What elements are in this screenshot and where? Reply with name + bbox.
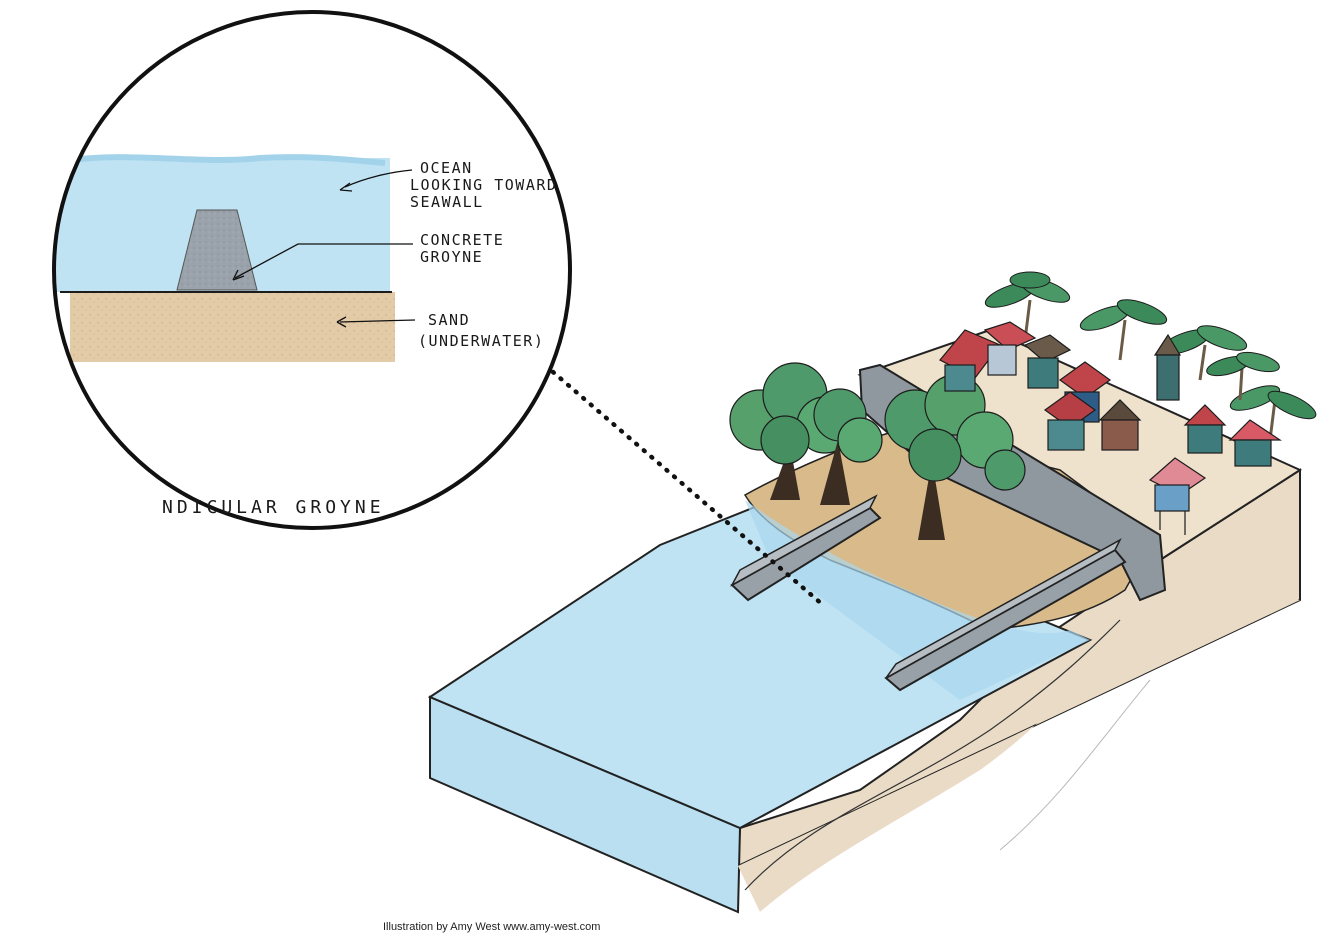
house-7	[1098, 399, 1142, 451]
house-6	[1153, 333, 1182, 401]
callout: OCEAN LOOKING TOWARD SEAWALL CONCRETE GR…	[52, 10, 572, 530]
groyne-label-line2: GROYNE	[420, 248, 483, 266]
callout-title: NDICULAR GROYNE	[162, 497, 385, 518]
palm-2	[1079, 299, 1168, 361]
callout-groyne	[176, 209, 258, 291]
ocean-label-line1: OCEAN	[420, 159, 473, 177]
callout-sand	[70, 292, 395, 362]
palm-5	[1206, 351, 1280, 401]
house-5	[1043, 391, 1097, 451]
beach-trees	[729, 362, 1026, 540]
tree-2	[813, 388, 883, 505]
tree-3	[884, 374, 1026, 540]
callout-leader	[550, 369, 826, 608]
house-10	[1148, 457, 1207, 535]
house-9	[1228, 419, 1282, 467]
house-3	[1023, 334, 1072, 389]
village-houses	[939, 321, 1282, 535]
sand-label-line1: SAND	[428, 311, 470, 329]
shallow-water	[745, 500, 1090, 700]
house-8	[1183, 404, 1227, 454]
house-2	[983, 321, 1037, 376]
house-1	[939, 329, 1001, 392]
palm-1	[984, 271, 1071, 341]
palm-4	[1229, 385, 1317, 441]
illustration-credit: Illustration by Amy West www.amy-west.co…	[383, 921, 601, 933]
groyne-label-line1: CONCRETE	[420, 231, 504, 249]
ocean-label-line2: LOOKING TOWARD	[410, 176, 557, 194]
sand-label-line2: (UNDERWATER)	[418, 332, 544, 350]
palm-trees	[984, 271, 1317, 441]
ocean-label-line3: SEAWALL	[410, 193, 484, 211]
front-sand-wedge	[738, 600, 1300, 912]
